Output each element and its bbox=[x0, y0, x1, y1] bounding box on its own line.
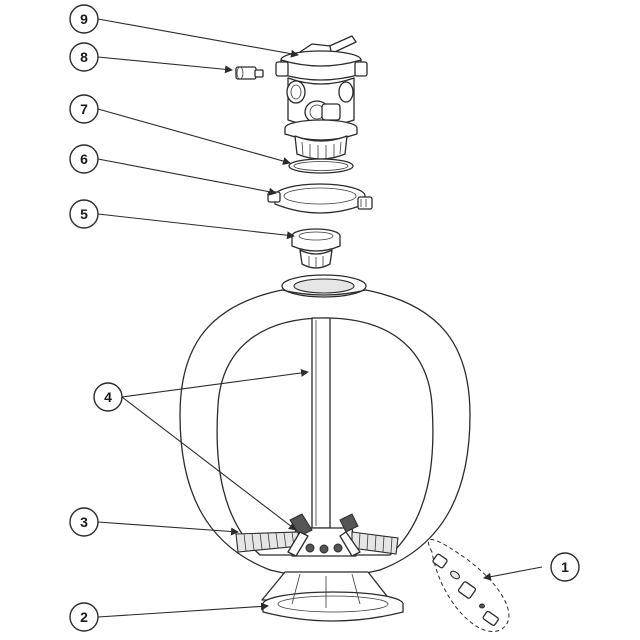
callout-6-number: 6 bbox=[80, 151, 88, 167]
callout-1-number: 1 bbox=[561, 559, 569, 575]
base bbox=[261, 571, 404, 622]
callout-4-number: 4 bbox=[104, 389, 112, 405]
pressure-gauge bbox=[235, 66, 264, 80]
callout-4: 4 bbox=[93, 382, 123, 412]
callout-3-number: 3 bbox=[80, 514, 88, 530]
multiport-valve bbox=[275, 35, 368, 160]
drain-kit bbox=[427, 539, 510, 632]
callout-7: 7 bbox=[69, 94, 99, 124]
standpipe-collector bbox=[291, 317, 357, 557]
callout-8: 8 bbox=[69, 42, 99, 72]
callout-9: 9 bbox=[69, 4, 99, 34]
callout-2: 2 bbox=[69, 602, 99, 632]
callout-1: 1 bbox=[550, 552, 580, 582]
diffuser bbox=[291, 228, 341, 269]
callout-3: 3 bbox=[69, 507, 99, 537]
callout-7-number: 7 bbox=[80, 101, 88, 117]
callout-6: 6 bbox=[69, 144, 99, 174]
leader-lines bbox=[97, 18, 543, 618]
filter-tank bbox=[179, 274, 471, 578]
callout-2-number: 2 bbox=[80, 609, 88, 625]
o-ring bbox=[288, 158, 354, 174]
laterals bbox=[235, 513, 399, 557]
callout-5-number: 5 bbox=[80, 206, 88, 222]
clamp-ring bbox=[267, 183, 373, 214]
callout-9-number: 9 bbox=[80, 11, 88, 27]
callout-5: 5 bbox=[69, 199, 99, 229]
callout-8-number: 8 bbox=[80, 49, 88, 65]
